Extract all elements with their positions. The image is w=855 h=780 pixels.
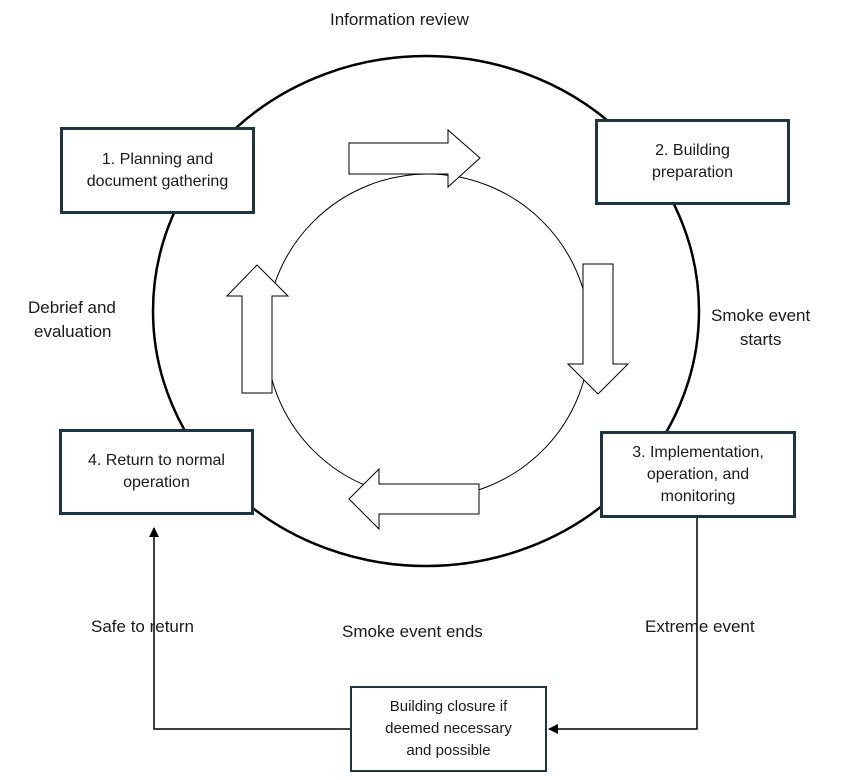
stage-2-box: 2. Building preparation (595, 119, 790, 205)
stage-2-line-2: preparation (652, 164, 733, 181)
stage-3-line-2: operation, and (646, 465, 750, 483)
transition-label-debrief: Debrief and evaluation (28, 296, 116, 344)
building-closure-box: Building closure if deemed necessary and… (350, 686, 547, 772)
stage-3-line-3: monitoring (660, 487, 736, 505)
safe-to-return-connector (149, 527, 350, 730)
stage-3-box: 3. Implementation, operation, and monito… (600, 431, 796, 518)
outer-cycle-circle (151, 54, 701, 568)
transition-label-smoke-starts: Smoke event starts (711, 304, 810, 352)
closure-line-1: Building closure if (389, 698, 508, 715)
closure-line-3: and possible (406, 742, 491, 759)
block-arrow-down-icon (566, 263, 630, 395)
inner-cycle-circle (265, 173, 591, 499)
transition-label-smoke-ends: Smoke event ends (342, 622, 483, 641)
branch-label-extreme-event: Extreme event (645, 617, 755, 636)
stage-1-line-2: document gathering (86, 172, 229, 190)
smoke-starts-line-2: starts (739, 330, 782, 349)
extreme-event-connector (548, 518, 698, 734)
stage-4-line-2: operation (123, 474, 190, 491)
block-arrow-left-icon (348, 467, 480, 531)
debrief-line-1: Debrief and (28, 298, 116, 317)
block-arrow-right-icon (348, 128, 481, 189)
stage-4-line-1: 4. Return to normal (88, 452, 225, 469)
debrief-line-2: evaluation (34, 322, 112, 341)
branch-label-safe-to-return: Safe to return (91, 617, 195, 636)
stage-1-line-1: 1. Planning and (101, 150, 214, 168)
block-arrow-up-icon (225, 264, 290, 394)
diagram-title: Information review (330, 10, 469, 29)
stage-1-box: 1. Planning and document gathering (60, 127, 255, 214)
stage-2-line-1: 2. Building (655, 142, 730, 159)
smoke-starts-line-1: Smoke event (711, 306, 811, 325)
stage-3-line-1: 3. Implementation, (632, 443, 764, 461)
stage-4-box: 4. Return to normal operation (59, 429, 254, 515)
closure-line-2: deemed necessary (385, 720, 512, 737)
